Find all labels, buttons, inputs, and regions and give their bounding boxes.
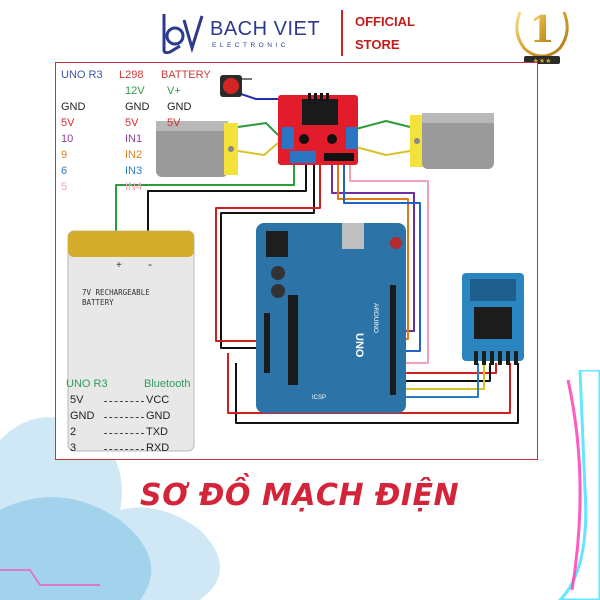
top-table-cell: IN4 [125, 181, 143, 193]
top-table-header: BATTERY [161, 69, 211, 81]
wire-motor-right-b [355, 146, 411, 156]
brand-name: BACH VIET [210, 18, 321, 40]
top-table-cell: GND [125, 101, 150, 113]
wire-motor-left-b [237, 142, 279, 156]
bottom-table-cell: RXD [146, 442, 170, 454]
bachviet-logo-icon [162, 14, 204, 55]
battery-plus: + [116, 260, 122, 271]
dc-motor-left [156, 121, 238, 177]
wire-bt-vcc [396, 363, 497, 374]
battery-label-1: 7V RECHARGEABLE [82, 288, 150, 297]
neon-line-right [557, 370, 600, 600]
decor-background [0, 370, 600, 600]
battery-label-2: BATTERY [82, 298, 114, 307]
badge-number: 1 [529, 9, 554, 51]
top-table-cell: 6 [61, 165, 68, 177]
connector-dash [104, 417, 144, 418]
wiring-diagram: + - 7V RECHARGEABLE BATTERY UNO ARDUINO … [55, 62, 538, 460]
top-table-header: UNO R3 [61, 69, 103, 81]
l298-driver-board [278, 93, 358, 165]
wire-l298-gnd [220, 165, 315, 349]
arduino-uno-board: UNO ARDUINO ICSP [256, 223, 406, 413]
dc-motor-right [410, 113, 494, 169]
wire-l298-5v [215, 165, 321, 342]
brand-divider [341, 10, 343, 56]
page-title: SƠ ĐỒ MẠCH ĐIỆN [140, 478, 460, 513]
bottom-table-cell: 3 [70, 442, 77, 454]
connector-dash [104, 401, 144, 402]
connector-dash [104, 433, 144, 434]
top-table-cell: IN2 [125, 149, 143, 161]
official-store-label: OFFICIAL STORE [355, 10, 415, 56]
connector-dash [104, 449, 144, 450]
bottom-table-cell: GND [146, 410, 171, 422]
wire-bt-txd [396, 363, 485, 390]
icsp-label: ICSP [312, 395, 326, 401]
top-table-cell: 5 [61, 181, 68, 193]
top-table-cell: 5V [125, 117, 139, 129]
stars-icon: ★★★ [533, 57, 552, 65]
bottom-table-cell: 2 [70, 426, 77, 438]
top-table-cell: 10 [61, 133, 74, 145]
wire-bt-gnd [396, 363, 491, 382]
battery-minus: - [148, 257, 152, 271]
wire-in4 [349, 165, 429, 364]
wire-bt-rxd [396, 363, 479, 398]
bottom-table-cell: VCC [146, 394, 170, 406]
store-line-2: STORE [355, 37, 400, 52]
wire-bt-gnd-loop [235, 363, 519, 424]
top-table-cell: 5V [61, 117, 75, 129]
arduino-logo: UNO [353, 333, 365, 358]
top-table-cell: IN1 [125, 133, 143, 145]
lipo-battery: + - 7V RECHARGEABLE BATTERY [67, 230, 195, 452]
top-seller-badge: 1 ★★★ [515, 9, 569, 65]
top-table-cell: 12V [125, 85, 145, 97]
top-table-cell: GND [167, 101, 192, 113]
top-table-cell: 9 [61, 149, 68, 161]
top-table-cell: V+ [167, 85, 181, 97]
bottom-table-header: UNO R3 [66, 378, 108, 390]
bottom-table-cell: TXD [146, 426, 168, 438]
bluetooth-module [462, 273, 524, 365]
bottom-table-cell: 5V [70, 394, 84, 406]
push-button-icon [220, 75, 252, 97]
bottom-table-cell: GND [70, 410, 95, 422]
bottom-table-header: Bluetooth [144, 378, 191, 390]
wire-battery-gnd [147, 165, 307, 238]
brand-header: BACH VIET ELECTRONIC OFFICIAL STORE [158, 8, 588, 60]
wire-in3 [343, 165, 421, 352]
top-table-cell: GND [61, 101, 86, 113]
top-table-header: L298 [119, 69, 144, 81]
wire-battery-12v [115, 165, 295, 233]
store-line-1: OFFICIAL [355, 14, 415, 29]
arduino-brand: ARDUINO [372, 303, 379, 333]
wire-motor-right-a [355, 120, 411, 130]
top-table-cell: 5V [167, 117, 181, 129]
brand-subtitle: ELECTRONIC [212, 42, 289, 49]
top-table-cell: IN3 [125, 165, 143, 177]
wire-motor-left-a [237, 122, 279, 136]
circuit-drawing: + - 7V RECHARGEABLE BATTERY UNO ARDUINO … [67, 75, 524, 452]
